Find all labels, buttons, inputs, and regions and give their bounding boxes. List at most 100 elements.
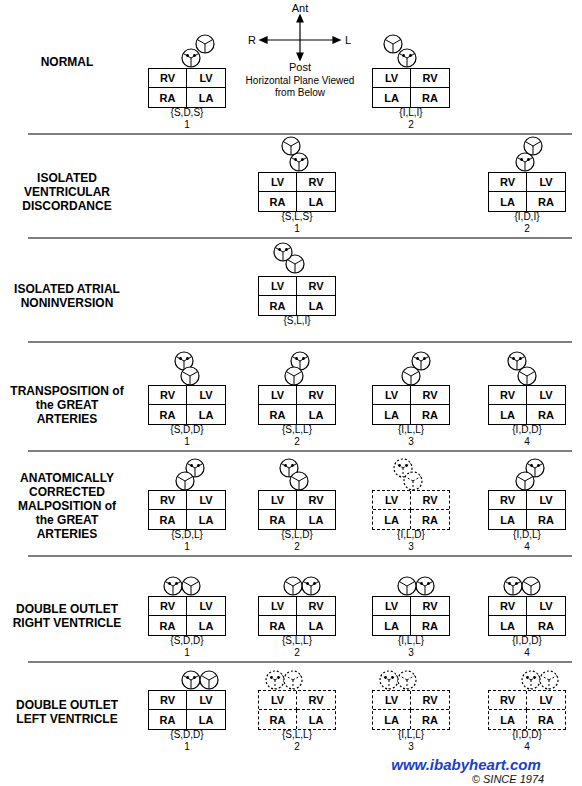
valve-commissure	[389, 676, 397, 681]
coronary-ostium	[519, 357, 522, 360]
chamber-label: RV	[308, 494, 323, 506]
chamber-label: RA	[270, 409, 286, 421]
segment-notation: {I,L,I}	[363, 107, 459, 119]
chamber-cell: RV	[411, 491, 449, 510]
valve-commissure	[299, 162, 300, 171]
chamber-cell: LA	[297, 616, 335, 635]
valve-commissure	[411, 372, 419, 377]
chamber-cell: LV	[259, 173, 297, 192]
valve-commissure	[291, 146, 292, 155]
valve-commissure	[531, 582, 539, 587]
valve-commissure	[275, 248, 283, 253]
valve-commissure	[531, 680, 532, 689]
valve-commissure	[165, 582, 173, 587]
chamber-label: LV	[199, 72, 212, 84]
heart-grid: {I,D,L}4RVLVLARA	[488, 490, 566, 530]
row-title: DOUBLE OUTLET RIGHT VENTRICLE	[8, 602, 126, 630]
chamber-label: RV	[308, 600, 323, 612]
chamber-label: RV	[160, 694, 175, 706]
chamber-label: LV	[271, 176, 284, 188]
valve-commissure	[531, 586, 532, 595]
valve-commissure	[283, 252, 284, 261]
chamber-label: LA	[384, 92, 399, 104]
chamber-cell: RV	[411, 597, 449, 616]
segment-notation: {S,L,I}	[249, 315, 345, 327]
segment-notation: {S,D,D}	[139, 635, 235, 647]
chamber-label: RA	[270, 300, 286, 312]
case-number: 3	[363, 647, 459, 659]
valve-commissure	[184, 357, 192, 362]
chamber-label: LA	[309, 196, 324, 208]
valve-commissure	[195, 464, 203, 469]
chamber-cell: RV	[149, 386, 187, 405]
coronary-ostium	[526, 676, 529, 679]
chamber-cell: LV	[373, 69, 411, 88]
chamber-cell: RA	[149, 710, 187, 729]
chamber-cell: LV	[373, 597, 411, 616]
chamber-cell: RA	[411, 710, 449, 729]
compass-arrows	[260, 15, 340, 60]
valve-commissure	[523, 582, 531, 587]
plane-note: Horizontal Plane Viewed from Below	[245, 75, 355, 99]
chamber-label: LV	[539, 389, 552, 401]
coronary-ostium	[179, 357, 182, 360]
heart-grid: {I,D,D}4RVLVLARA	[488, 385, 566, 425]
heart-grid: {I,L,D}3LVRVLARA	[372, 490, 450, 530]
case-number: 1	[139, 647, 235, 659]
valve-commissure	[285, 582, 293, 587]
valve-commissure	[407, 586, 408, 595]
chamber-label: LA	[309, 409, 324, 421]
chamber-cell: RA	[259, 710, 297, 729]
valve-commissure	[533, 146, 534, 155]
valve-commissure	[395, 464, 403, 469]
label-box: ISOLATED ATRIAL NONINVERSION	[8, 282, 126, 310]
chamber-label: RA	[538, 514, 554, 526]
valve-commissure	[425, 582, 433, 587]
notation-block: {I,D,D}4	[479, 424, 575, 448]
valve-commissure	[519, 372, 527, 377]
direction-label: Post	[280, 61, 320, 74]
coronary-ostium	[306, 582, 309, 585]
label-box: DOUBLE OUTLET RIGHT VENTRICLE	[8, 602, 126, 630]
label-box: ANATOMICALLY CORRECTED MALPOSITION of th…	[8, 471, 126, 541]
chamber-label: LV	[539, 494, 552, 506]
valve-commissure	[425, 586, 426, 595]
coronary-ostium	[515, 582, 518, 585]
pulmonary-valve	[384, 35, 402, 53]
label-box: TRANSPOSITION of the GREAT ARTERIES	[8, 384, 126, 426]
notation-block: {S,D,D}1	[139, 424, 235, 448]
coronary-ostium	[186, 54, 189, 57]
aortic-valve	[416, 577, 434, 595]
chamber-label: LV	[385, 600, 398, 612]
chamber-cell: LA	[297, 510, 335, 529]
chamber-label: RA	[270, 196, 286, 208]
chamber-label: LV	[385, 494, 398, 506]
chamber-cell: RA	[149, 510, 187, 529]
coronary-ostium	[278, 248, 281, 251]
valve-commissure	[177, 477, 185, 482]
chamber-label: RV	[500, 389, 515, 401]
chamber-cell: RA	[149, 88, 187, 107]
chamber-label: LV	[385, 694, 398, 706]
chamber-label: RA	[422, 92, 438, 104]
heart-grid: {S,L,L}2LVRVRALA	[258, 385, 336, 425]
chamber-label: RV	[160, 494, 175, 506]
valve-commissure	[525, 481, 526, 490]
coronary-ostium	[423, 357, 426, 360]
label-box: © SINCE 1974	[443, 773, 573, 786]
heart-grid: {S,L,L}2LVRVRALA	[258, 690, 336, 730]
label-box: Post	[280, 61, 320, 74]
chamber-label: RA	[160, 514, 176, 526]
chamber-label: RA	[538, 409, 554, 421]
chamber-cell: LV	[187, 491, 225, 510]
label-box: www.ibabyheart.com	[361, 756, 571, 774]
row-title: ISOLATED ATRIAL NONINVERSION	[8, 282, 126, 310]
direction-label: L	[341, 34, 355, 47]
segment-notation: {I,D,D}	[479, 424, 575, 436]
valve-commissure	[407, 54, 415, 59]
chamber-label: LV	[385, 389, 398, 401]
segment-notation: {S,L,L}	[249, 424, 345, 436]
chamber-label: LA	[309, 714, 324, 726]
chamber-cell: LA	[373, 710, 411, 729]
chamber-cell: LV	[373, 491, 411, 510]
